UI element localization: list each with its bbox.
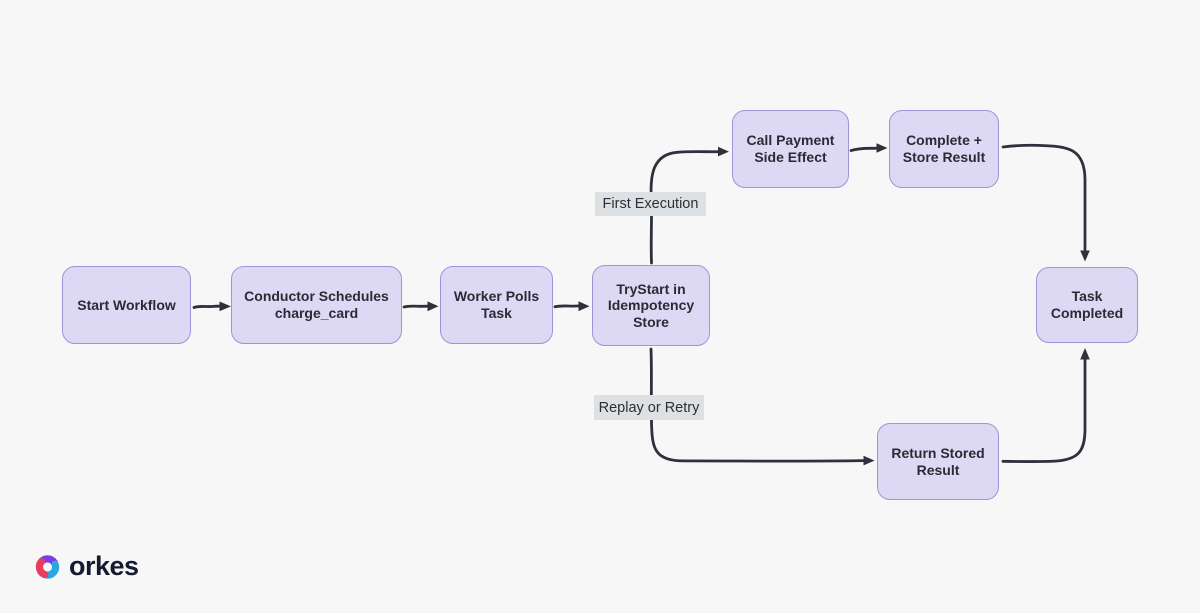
arrowhead-icon <box>1080 348 1090 360</box>
node-return-stored: Return Stored Result <box>877 423 999 500</box>
arrowhead-icon <box>876 143 888 153</box>
arrowhead-icon <box>427 301 439 312</box>
edge-label-first-execution: First Execution <box>595 192 706 216</box>
edge-label-replay-or-retry: Replay or Retry <box>594 395 704 420</box>
node-call-payment: Call Payment Side Effect <box>732 110 849 188</box>
edge-start-to-conductor <box>192 304 224 309</box>
arrowhead-icon <box>578 301 590 312</box>
orkes-logo-icon <box>35 554 60 579</box>
edge-callpayment-to-complete <box>849 146 881 152</box>
node-worker-polls-task: Worker Polls Task <box>440 266 553 344</box>
arrowhead-icon <box>718 146 729 157</box>
node-trystart-idempotency: TryStart in Idempotency Store <box>592 265 710 346</box>
arrowhead-icon <box>219 301 231 312</box>
edge-returnstored-to-taskcompleted <box>1001 357 1087 463</box>
edge-conductor-to-worker <box>402 304 431 309</box>
orkes-logo-text: orkes <box>69 551 139 581</box>
edge-worker-to-trystart <box>553 304 582 309</box>
node-conductor-schedules: Conductor Schedules charge_card <box>231 266 402 344</box>
arrowhead-icon <box>863 455 875 466</box>
node-task-completed: Task Completed <box>1036 267 1138 343</box>
node-complete-store: Complete + Store Result <box>889 110 999 188</box>
edge-complete-to-taskcompleted <box>1001 143 1087 252</box>
orkes-logo: orkes <box>33 551 139 582</box>
node-start-workflow: Start Workflow <box>62 266 191 344</box>
arrowhead-icon <box>1080 250 1090 262</box>
